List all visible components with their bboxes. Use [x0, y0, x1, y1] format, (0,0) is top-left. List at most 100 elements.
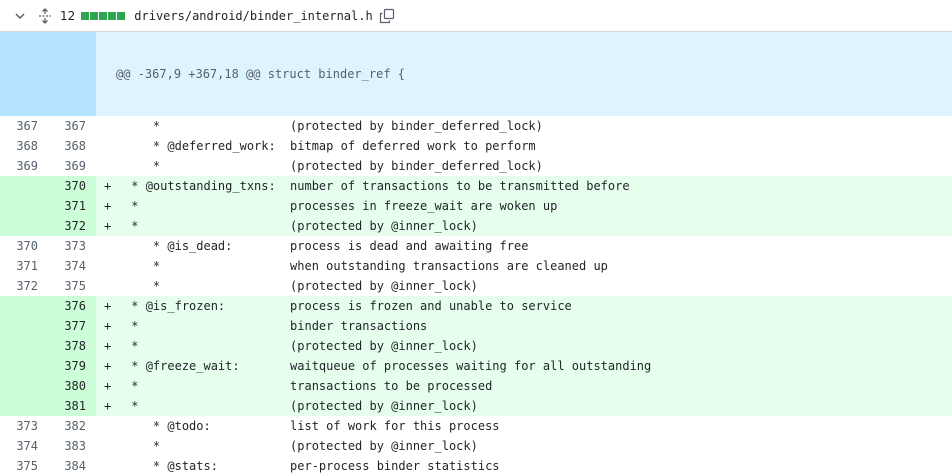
code-description: (protected by @inner_lock) — [290, 339, 478, 353]
old-line-number[interactable]: 374 — [16, 439, 38, 453]
code-tag: * — [124, 159, 161, 173]
old-line-number[interactable] — [0, 296, 48, 316]
old-line-number[interactable]: 369 — [16, 159, 38, 173]
new-line-number[interactable]: 376 — [48, 296, 97, 316]
code-tag: * — [124, 119, 161, 133]
code-cell: *(protected by @inner_lock) — [96, 276, 952, 296]
old-line-number[interactable]: 371 — [16, 259, 38, 273]
old-line-number[interactable]: 368 — [16, 139, 38, 153]
code-description: (protected by @inner_lock) — [290, 439, 478, 453]
diffstat-block — [117, 11, 126, 20]
old-line-number[interactable]: 375 — [16, 459, 38, 473]
diff-line-added: 377+ *binder transactions — [0, 316, 952, 336]
code-description: process is dead and awaiting free — [290, 239, 529, 253]
old-line-number[interactable]: 370 — [16, 239, 38, 253]
old-line-number[interactable] — [0, 316, 48, 336]
code-cell: * when outstanding transactions are clean… — [96, 256, 952, 276]
change-count: 12 — [60, 8, 76, 23]
old-line-number[interactable] — [0, 356, 48, 376]
diff-line-added: 379+ * @freeze_wait:waitqueue of process… — [0, 356, 952, 376]
diff-line-added: 381+ *(protected by @inner_lock) — [0, 396, 952, 416]
new-line-number[interactable]: 372 — [48, 216, 97, 236]
diff-line-context: 371 374 * when outstanding transactions ar… — [0, 256, 952, 276]
diff-line-context: 368 368 * @deferred_work: bitmap of deferr… — [0, 136, 952, 156]
new-line-number[interactable]: 368 — [64, 139, 87, 153]
code-cell: + *processes in freeze_wait are woken up — [96, 196, 952, 216]
new-line-number[interactable]: 384 — [64, 459, 87, 473]
diff-marker: + — [104, 339, 112, 353]
diff-line-context: 372 375 *(protected by @inner_lock) — [0, 276, 952, 296]
code-tag: * — [124, 259, 161, 273]
diff-line-context: 369 369 *(protected by binder_deferred_lo… — [0, 156, 952, 176]
old-line-number[interactable]: 373 — [16, 419, 38, 433]
hunk-header-row: @@ -367,9 +367,18 @@ struct binder_ref { — [0, 32, 952, 116]
file-header: 12 drivers/android/binder_internal.h — [0, 0, 952, 32]
new-line-number[interactable]: 371 — [48, 196, 97, 216]
code-tag: * @deferred_work: — [124, 139, 276, 153]
new-line-number[interactable]: 375 — [64, 279, 87, 293]
code-cell: *(protected by binder_deferred_lock) — [96, 156, 952, 176]
diff-marker: + — [104, 299, 112, 313]
old-line-number[interactable] — [0, 176, 48, 196]
code-tag: * — [124, 319, 139, 333]
new-line-number[interactable]: 374 — [64, 259, 87, 273]
file-path-link[interactable]: drivers/android/binder_internal.h — [134, 8, 373, 23]
new-line-number[interactable]: 377 — [48, 316, 97, 336]
expand-up-button[interactable] — [0, 32, 97, 116]
old-line-number[interactable] — [0, 376, 48, 396]
code-tag: * @is_dead: — [124, 239, 233, 253]
diff-line-added: 376 + * @is_frozen: process is frozen and … — [0, 296, 952, 316]
code-description: number of transactions to be transmitted… — [290, 179, 630, 193]
code-cell: * @deferred_work: bitmap of deferred work… — [96, 136, 952, 156]
diff-line-added: 380+ *transactions to be processed — [0, 376, 952, 396]
code-tag: * @is_frozen: — [124, 299, 226, 313]
new-line-number[interactable]: 379 — [48, 356, 97, 376]
old-line-number[interactable] — [0, 196, 48, 216]
diff-line-added: 371+ *processes in freeze_wait are woken… — [0, 196, 952, 216]
code-tag: * — [124, 199, 139, 213]
diffstat-block — [81, 11, 90, 20]
diffstat-block — [90, 11, 99, 20]
new-line-number[interactable]: 370 — [48, 176, 97, 196]
new-line-number[interactable]: 369 — [64, 159, 87, 173]
code-description: list of work for this process — [290, 419, 500, 433]
code-description: transactions to be processed — [290, 379, 493, 393]
code-tag: * — [124, 439, 161, 453]
diff-line-added: 378+ *(protected by @inner_lock) — [0, 336, 952, 356]
diff-line-context: 374 383 * (protected by @inner_lock) — [0, 436, 952, 456]
diff-marker: + — [104, 399, 112, 413]
code-cell: + *(protected by @inner_lock) — [96, 396, 952, 416]
diff-marker: + — [104, 379, 112, 393]
new-line-number[interactable]: 373 — [64, 239, 87, 253]
code-description: processes in freeze_wait are woken up — [290, 199, 558, 213]
new-line-number[interactable]: 383 — [64, 439, 87, 453]
new-line-number[interactable]: 382 — [64, 419, 87, 433]
old-line-number[interactable] — [0, 336, 48, 356]
new-line-number[interactable]: 380 — [48, 376, 97, 396]
copy-icon[interactable] — [379, 8, 395, 24]
hunk-header: @@ -367,9 +367,18 @@ struct binder_ref { — [96, 32, 952, 116]
new-line-number[interactable]: 381 — [48, 396, 97, 416]
diff-marker: + — [104, 179, 112, 193]
code-description: process is frozen and unable to service — [290, 299, 572, 313]
code-description: bitmap of deferred work to perform — [290, 139, 536, 153]
code-tag: * @stats: — [124, 459, 218, 473]
chevron-down-icon[interactable] — [14, 10, 26, 22]
diff-line-added: 372+ *(protected by @inner_lock) — [0, 216, 952, 236]
old-line-number[interactable] — [0, 396, 48, 416]
diff-marker: + — [104, 319, 112, 333]
diffstat-block — [99, 11, 108, 20]
old-line-number[interactable] — [0, 216, 48, 236]
old-line-number[interactable]: 367 — [16, 119, 38, 133]
code-cell: + * @is_frozen: process is frozen and una… — [96, 296, 952, 316]
old-line-number[interactable]: 372 — [16, 279, 38, 293]
code-description: when outstanding transactions are cleane… — [290, 259, 608, 273]
new-line-number[interactable]: 367 — [64, 119, 87, 133]
unfold-icon[interactable] — [38, 7, 52, 24]
code-tag: * @freeze_wait: — [124, 359, 240, 373]
code-cell: + *(protected by @inner_lock) — [96, 336, 952, 356]
code-cell: + * @outstanding_txns:number of transact… — [96, 176, 952, 196]
new-line-number[interactable]: 378 — [48, 336, 97, 356]
diff-line-added: 370+ * @outstanding_txns:number of trans… — [0, 176, 952, 196]
